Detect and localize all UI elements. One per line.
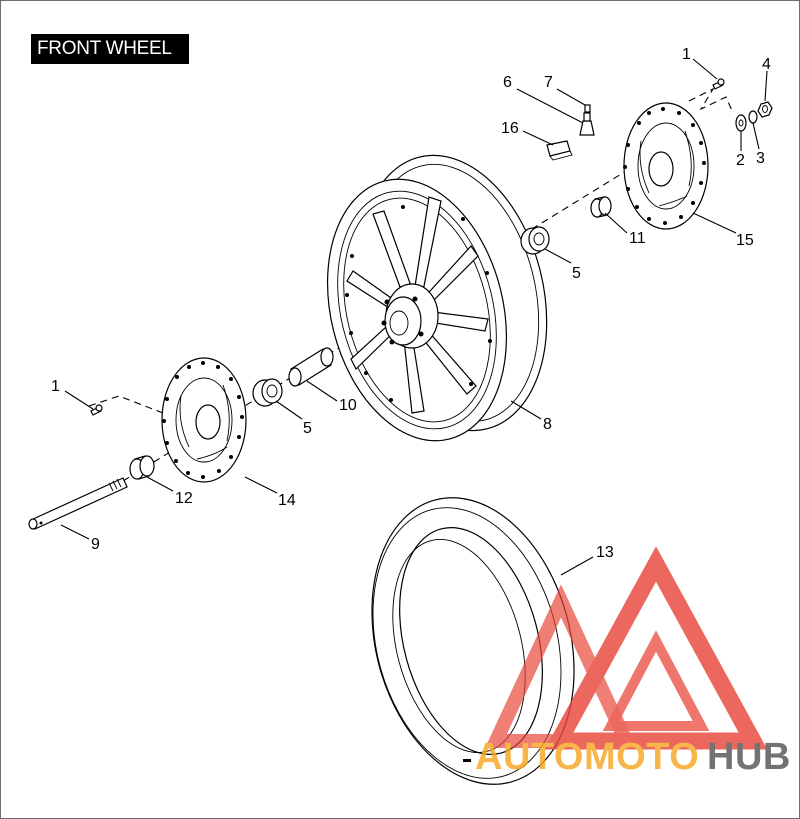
callout-sleeve: 10 [339,397,357,414]
axle-sleeve [288,347,334,387]
watermark-logo-icon [485,546,768,750]
wheel [326,154,548,442]
wheel-hub [381,283,439,349]
leader-lines [60,58,768,576]
washer [735,114,747,132]
callout-rotor-left: 14 [278,492,296,509]
valve-cap [584,104,591,113]
spacer-right [590,196,612,218]
callout-lock-washer: 3 [756,150,765,167]
callout-spacer-left: 12 [175,490,193,507]
page-title: FRONT WHEEL [31,34,189,64]
callout-numbers: 1 2 3 4 6 7 16 5 11 15 8 10 5 1 12 14 9 … [51,46,771,561]
callout-spacer-right: 11 [629,230,646,247]
callout-bearing-right: 5 [572,265,581,282]
spacer-left [129,455,155,480]
callout-wheel: 8 [543,416,552,433]
callout-bearing-left: 5 [303,420,312,437]
brake-rotor-left [161,357,247,483]
callout-valve-stem: 6 [503,74,512,91]
tire [371,497,575,785]
bearing-right [520,226,550,255]
callout-nut: 4 [762,56,771,73]
front-axle [28,477,128,530]
callout-washer: 2 [736,152,745,169]
callout-weight: 16 [501,120,519,137]
nut [757,101,773,118]
callout-screw-right: 1 [682,46,691,63]
callout-screw-left: 1 [51,378,60,395]
valve-stem [579,112,595,136]
callout-tire: 13 [596,544,614,561]
lock-washer [748,110,758,124]
callout-axle: 9 [91,536,100,553]
screw-right [712,78,725,90]
callout-valve-cap: 7 [544,74,553,91]
screw-left [90,404,103,416]
callout-rotor-right: 15 [736,232,754,249]
brake-rotor-right [623,102,709,230]
bearing-left [252,378,283,407]
watermark-text-automoto: AUTOMOTO [475,736,699,778]
watermark-text-hub: HUB [707,736,791,778]
watermark: AUTOMOTO HUB [475,546,791,778]
rim-rivets [345,205,492,402]
